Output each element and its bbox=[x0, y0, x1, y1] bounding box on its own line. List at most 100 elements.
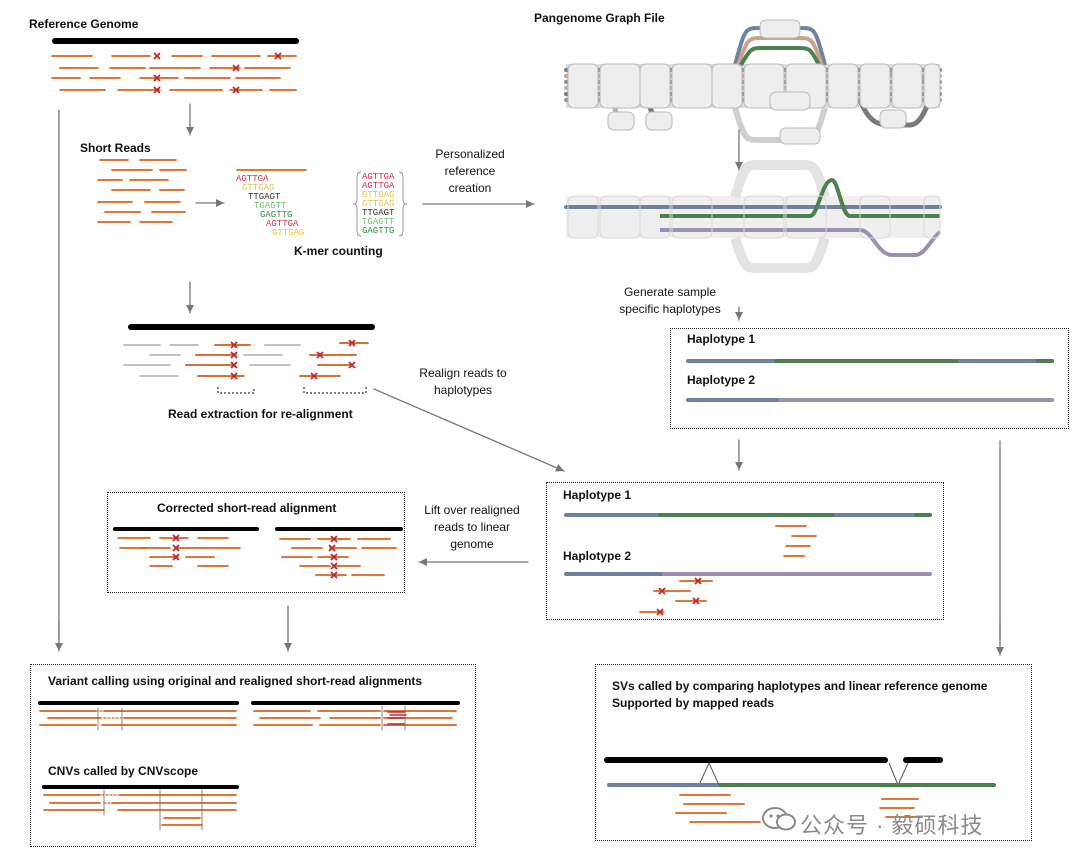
sv-insertion-marker-icon bbox=[698, 761, 720, 786]
haplotype-path bbox=[660, 228, 942, 257]
variant-marker-icon bbox=[274, 52, 282, 60]
arrowhead-icon bbox=[55, 643, 63, 651]
arrowhead-icon bbox=[216, 199, 224, 207]
variant-marker-icon bbox=[316, 351, 324, 359]
graph-node bbox=[639, 63, 671, 109]
realigned-haplotype-2-label: Haplotype 2 bbox=[563, 549, 632, 563]
personalized-label-line3: creation bbox=[448, 181, 492, 195]
realigned-haplotypes-box bbox=[546, 482, 944, 620]
corrected-alignment-label: Corrected short-read alignment bbox=[157, 501, 337, 515]
variant-marker-icon bbox=[330, 562, 338, 570]
graph-node bbox=[923, 195, 941, 239]
brace-right-icon bbox=[398, 171, 408, 237]
variant-marker-icon bbox=[153, 52, 161, 60]
sv-called-label-line1: SVs called by comparing haplotypes and l… bbox=[612, 679, 988, 693]
kmer-item: GTTGAG bbox=[362, 199, 395, 209]
arrowhead-icon bbox=[186, 127, 194, 135]
kmer-item: GAGTTG bbox=[260, 210, 293, 220]
kmer-item: GTTGAG bbox=[272, 228, 305, 238]
realign-label-line1: Realign reads to bbox=[419, 366, 507, 380]
generate-label-line1: Generate sample bbox=[623, 285, 717, 299]
arrowhead-icon bbox=[735, 312, 743, 320]
variant-marker-icon bbox=[328, 544, 336, 552]
reference-genome-label: Reference Genome bbox=[29, 17, 139, 31]
flow-arrow bbox=[373, 388, 565, 472]
variant-marker-icon bbox=[692, 597, 700, 605]
haplotype-2-label: Haplotype 2 bbox=[687, 373, 756, 387]
arrowhead-icon bbox=[419, 558, 427, 566]
variant-marker-icon bbox=[694, 577, 702, 585]
arrowhead-icon bbox=[735, 162, 743, 170]
short-reads-label: Short Reads bbox=[80, 141, 151, 155]
kmer-item: TGAGTT bbox=[254, 201, 287, 211]
selection-bracket-icon bbox=[217, 387, 255, 394]
selection-bracket-icon bbox=[303, 387, 367, 394]
liftover-label-line1: Lift over realigned bbox=[424, 503, 520, 517]
arrowhead-icon bbox=[555, 464, 564, 472]
watermark-text: 公众号 · 毅硕科技 bbox=[800, 813, 984, 838]
variant-marker-icon bbox=[153, 74, 161, 82]
graph-node bbox=[779, 127, 821, 145]
realigned-haplotype-1-label: Haplotype 1 bbox=[563, 488, 632, 502]
haplotype-1-label: Haplotype 1 bbox=[687, 332, 756, 346]
graph-path bbox=[739, 46, 821, 67]
kmer-counting-label: K-mer counting bbox=[294, 244, 383, 258]
cnvs-called-label: CNVs called by CNVscope bbox=[48, 764, 199, 778]
variant-marker-icon bbox=[330, 553, 338, 561]
graph-node bbox=[769, 91, 811, 111]
kmer-item: AGTTGA bbox=[362, 172, 395, 182]
kmer-item: GTTGAG bbox=[242, 183, 275, 193]
watermark-icon bbox=[762, 806, 796, 838]
graph-node bbox=[923, 63, 941, 109]
liftover-label-line2: reads to linear bbox=[433, 520, 511, 534]
variant-marker-icon bbox=[230, 341, 238, 349]
kmer-item: GTTGAG bbox=[362, 190, 395, 200]
graph-node bbox=[671, 195, 713, 239]
variant-marker-icon bbox=[172, 553, 180, 561]
variant-calling-label: Variant calling using original and reali… bbox=[48, 674, 423, 688]
variant-marker-icon bbox=[230, 351, 238, 359]
variant-marker-icon bbox=[656, 608, 664, 616]
corrected-alignment-box bbox=[107, 492, 405, 593]
variant-marker-icon bbox=[348, 361, 356, 369]
graph-node bbox=[607, 111, 635, 131]
arrowhead-icon bbox=[186, 305, 194, 313]
graph-node bbox=[567, 63, 599, 109]
variant-marker-icon bbox=[153, 86, 161, 94]
graph-node bbox=[827, 63, 859, 109]
variant-marker-icon bbox=[232, 86, 240, 94]
variant-marker-icon bbox=[330, 535, 338, 543]
haplotypes-box bbox=[670, 328, 1069, 429]
graph-path bbox=[730, 236, 830, 273]
graph-node bbox=[859, 63, 891, 109]
realign-label-line2: haplotypes bbox=[433, 383, 493, 397]
arrowhead-icon bbox=[526, 200, 534, 208]
kmer-item: TGAGTT bbox=[362, 217, 395, 227]
brace-left-icon bbox=[352, 171, 362, 237]
graph-node bbox=[567, 195, 599, 239]
variant-marker-icon bbox=[310, 372, 318, 380]
graph-node bbox=[671, 63, 713, 109]
graph-node bbox=[645, 111, 673, 131]
variant-marker-icon bbox=[232, 64, 240, 72]
graph-node bbox=[743, 195, 785, 239]
kmer-item: AGTTGA bbox=[236, 174, 269, 184]
variant-marker-icon bbox=[658, 587, 666, 595]
graph-node bbox=[891, 63, 923, 109]
liftover-label-line3: genome bbox=[450, 537, 494, 551]
pangenome-graph-label: Pangenome Graph File bbox=[534, 11, 665, 25]
arrowhead-icon bbox=[735, 462, 743, 470]
personalized-label-line1: Personalized bbox=[435, 147, 505, 161]
graph-path bbox=[730, 160, 830, 199]
read-extraction-label: Read extraction for re-alignment bbox=[168, 407, 353, 421]
graph-node bbox=[599, 63, 641, 109]
variant-marker-icon bbox=[348, 339, 356, 347]
graph-node bbox=[711, 63, 743, 109]
haplotype-path bbox=[660, 178, 833, 218]
kmer-item: AGTTGA bbox=[266, 219, 299, 229]
variant-marker-icon bbox=[330, 571, 338, 579]
graph-node bbox=[639, 195, 671, 239]
variant-marker-icon bbox=[172, 534, 180, 542]
